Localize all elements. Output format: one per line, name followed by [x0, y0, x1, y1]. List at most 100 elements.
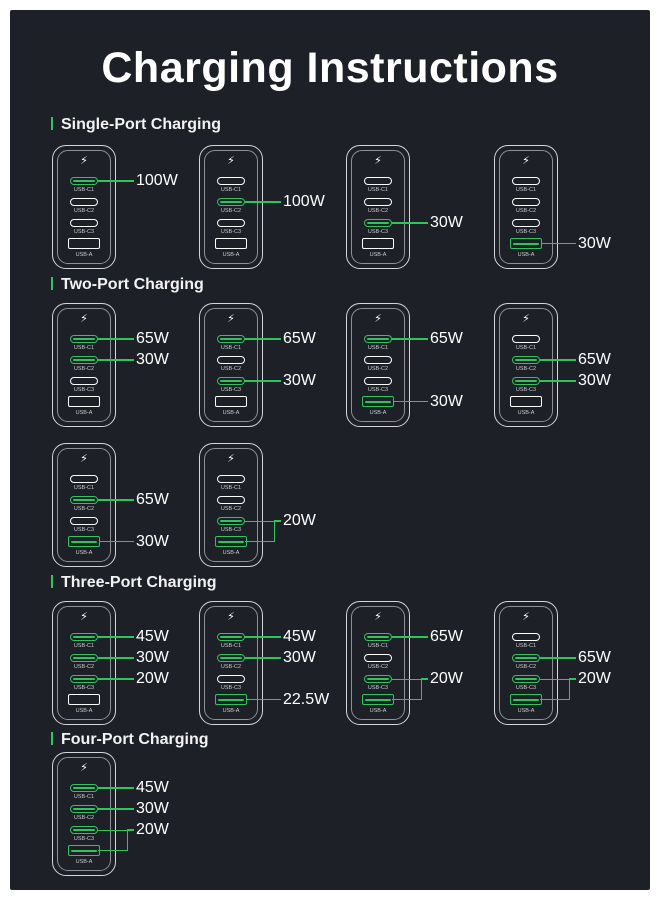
shared-output-bracket	[98, 830, 128, 851]
usb-c-port-icon	[364, 219, 392, 227]
charger-face	[204, 150, 258, 264]
charger-face	[57, 448, 111, 562]
usb-c-port-icon	[70, 654, 98, 662]
port-label: USB-C2	[73, 366, 95, 372]
port-label: USB-C2	[515, 664, 537, 670]
usb-c-port-icon	[217, 219, 245, 227]
port-label: USB-C3	[515, 685, 537, 691]
output-wattage: 20W	[430, 670, 463, 687]
section-accent-bar	[51, 117, 53, 130]
port-label: USB-C2	[220, 664, 242, 670]
charger-outline	[494, 145, 558, 269]
port-label: USB-C1	[220, 485, 242, 491]
charger-outline	[199, 443, 263, 567]
usb-c-port-icon	[217, 475, 245, 483]
usb-a-port-icon	[68, 845, 100, 856]
usb-a-port-icon	[362, 396, 394, 407]
usb-a-port-icon	[215, 238, 247, 249]
section-label: Single-Port Charging	[61, 116, 221, 133]
usb-c-port-icon	[70, 826, 98, 834]
port-label: USB-C1	[73, 187, 95, 193]
port-label: USB-C3	[367, 685, 389, 691]
usb-a-port-icon	[68, 396, 100, 407]
port-label: USB-C1	[515, 345, 537, 351]
usb-c-port-icon	[512, 177, 540, 185]
output-leader-line	[100, 540, 134, 543]
port-label: USB-C3	[73, 387, 95, 393]
charger-face	[351, 606, 405, 720]
section-accent-bar	[51, 277, 53, 290]
charger-outline	[494, 303, 558, 427]
output-leader-line	[542, 242, 576, 245]
port-label: USB-C2	[73, 815, 95, 821]
usb-a-port-icon	[510, 396, 542, 407]
usb-c-port-icon	[70, 177, 98, 185]
port-label: USB-A	[517, 708, 535, 714]
usb-a-port-icon	[510, 694, 542, 705]
lightning-bolt-icon: ⚡	[374, 611, 382, 623]
port-label: USB-C1	[367, 345, 389, 351]
port-label: USB-C3	[73, 685, 95, 691]
charger-outline	[52, 145, 116, 269]
port-label: USB-C2	[367, 208, 389, 214]
port-label: USB-A	[75, 550, 93, 556]
output-wattage: 30W	[136, 532, 169, 550]
port-label: USB-A	[75, 708, 93, 714]
charger-face	[57, 757, 111, 871]
charger-face	[204, 448, 258, 562]
output-wattage: 20W	[578, 670, 611, 687]
output-wattage: 30W	[136, 649, 169, 666]
charger-outline	[52, 303, 116, 427]
output-leader-line	[98, 787, 134, 789]
usb-c-port-icon	[70, 475, 98, 483]
usb-c-port-icon	[512, 335, 540, 343]
usb-c-port-icon	[512, 675, 540, 683]
usb-c-port-icon	[512, 198, 540, 206]
port-label: USB-A	[75, 410, 93, 416]
usb-c-port-icon	[70, 805, 98, 813]
port-label: USB-C2	[367, 664, 389, 670]
lightning-bolt-icon: ⚡	[374, 313, 382, 325]
port-label: USB-A	[222, 252, 240, 258]
port-label: USB-C3	[515, 387, 537, 393]
output-leader-line	[98, 678, 134, 680]
output-wattage: 65W	[430, 330, 463, 347]
shared-output-bracket	[392, 679, 422, 700]
output-wattage: 100W	[136, 172, 178, 189]
lightning-bolt-icon: ⚡	[80, 611, 88, 623]
port-label: USB-A	[222, 708, 240, 714]
port-label: USB-C1	[515, 643, 537, 649]
usb-c-port-icon	[70, 198, 98, 206]
port-label: USB-C3	[73, 229, 95, 235]
output-leader-line	[247, 698, 281, 701]
port-label: USB-C3	[73, 527, 95, 533]
output-leader-line	[245, 201, 281, 203]
output-leader-line	[392, 636, 428, 638]
port-label: USB-A	[75, 859, 93, 865]
usb-c-port-icon	[512, 654, 540, 662]
charger-face	[351, 150, 405, 264]
output-wattage: 65W	[578, 351, 611, 368]
port-label: USB-C1	[73, 345, 95, 351]
output-leader-line	[394, 400, 428, 403]
port-label: USB-C3	[220, 229, 242, 235]
section-accent-bar	[51, 732, 53, 745]
usb-c-port-icon	[217, 356, 245, 364]
charger-outline	[199, 303, 263, 427]
port-label: USB-A	[75, 252, 93, 258]
usb-c-port-icon	[217, 633, 245, 641]
output-leader-line	[540, 359, 576, 361]
port-label: USB-C1	[367, 643, 389, 649]
usb-c-port-icon	[364, 177, 392, 185]
port-label: USB-A	[517, 410, 535, 416]
port-label: USB-C2	[515, 366, 537, 372]
port-label: USB-A	[517, 252, 535, 258]
usb-c-port-icon	[70, 633, 98, 641]
usb-c-port-icon	[70, 496, 98, 504]
charger-outline	[52, 443, 116, 567]
output-wattage: 30W	[578, 372, 611, 389]
output-wattage: 65W	[136, 491, 169, 508]
